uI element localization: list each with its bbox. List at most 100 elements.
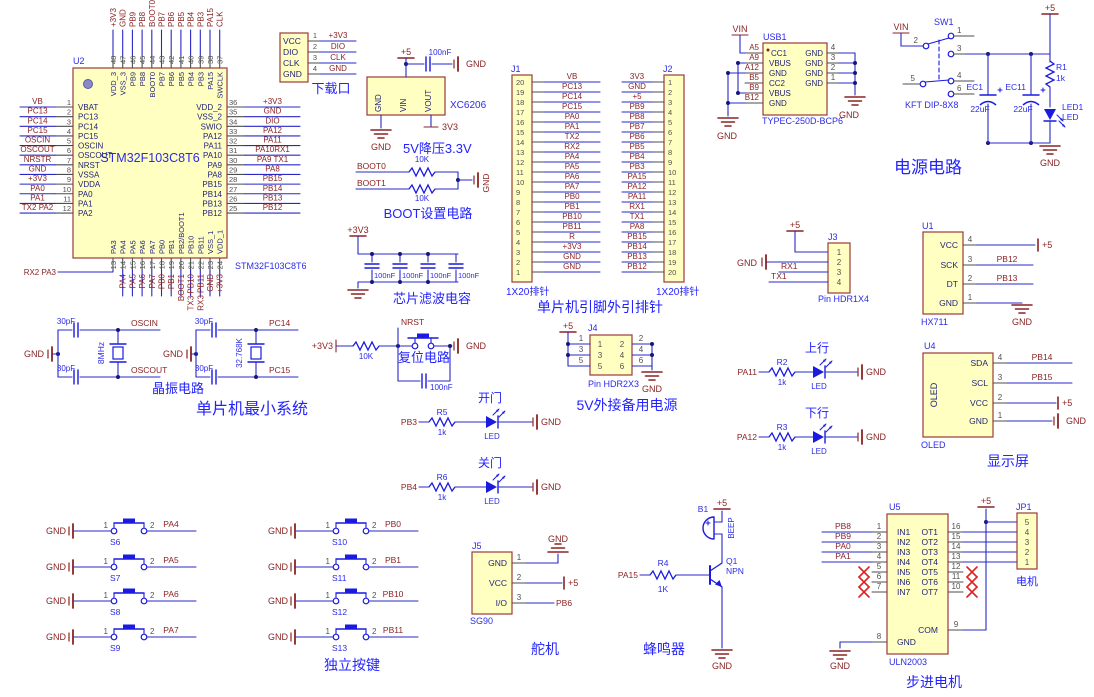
designator: Q1 [726, 556, 738, 566]
contact-icon[interactable] [411, 342, 419, 350]
power-label: +5 [981, 496, 991, 506]
contact-icon[interactable] [947, 77, 955, 85]
contact-icon[interactable] [110, 633, 118, 641]
contact-icon[interactable] [110, 563, 118, 571]
component-body[interactable] [366, 76, 446, 116]
component-body[interactable] [589, 334, 633, 376]
contact-icon[interactable] [140, 563, 148, 571]
net-label: PB6 [556, 598, 572, 608]
component-body[interactable] [922, 352, 994, 438]
contact-icon[interactable] [427, 342, 435, 350]
pin-name: IN7 [897, 587, 911, 597]
pin-number: 12 [952, 562, 961, 571]
push-button[interactable] [345, 554, 357, 559]
component-body[interactable] [1016, 512, 1038, 570]
section-title: 单片机引脚外引排针 [537, 299, 663, 315]
designator: 100nF [402, 271, 424, 280]
section-title: 复位电路 [398, 350, 450, 365]
designator: S7 [110, 573, 121, 583]
pin-name: OT2 [921, 537, 938, 547]
component-body[interactable] [886, 513, 949, 655]
contact-icon[interactable] [362, 633, 370, 641]
led-arrow-icon [829, 361, 832, 364]
contact-icon[interactable] [140, 633, 148, 641]
push-button[interactable] [345, 588, 357, 593]
contact-icon[interactable] [947, 50, 955, 58]
component-body[interactable] [762, 42, 828, 116]
component-body[interactable] [922, 231, 964, 315]
component-body[interactable] [72, 67, 228, 259]
designator: HX711 [921, 317, 948, 327]
net-label: A5 [749, 43, 759, 52]
push-button[interactable] [345, 518, 357, 523]
component-body[interactable] [827, 242, 851, 294]
pin-number: 2 [914, 36, 919, 45]
push-button[interactable] [123, 624, 135, 629]
led-icon [813, 431, 824, 443]
pin-number: 35 [229, 108, 237, 117]
push-button[interactable] [345, 624, 357, 629]
net-label: PB15 [627, 232, 647, 241]
designator: J1 [511, 64, 521, 74]
pin-number: 11 [668, 178, 676, 187]
power-label: +5 [401, 47, 411, 57]
pin-number: 2 [668, 88, 672, 97]
contact-icon[interactable] [332, 597, 340, 605]
component-body[interactable] [471, 551, 513, 615]
pin-number: 1 [104, 591, 109, 600]
push-button[interactable] [123, 554, 135, 559]
net-label: CLK [330, 53, 346, 62]
designator: BEEP [727, 517, 736, 538]
contact-icon[interactable] [332, 563, 340, 571]
power-label: +5 [568, 578, 578, 588]
designator: USB1 [763, 32, 787, 42]
component-body[interactable] [511, 74, 533, 283]
pin-number: 43 [158, 56, 167, 64]
net-label: GND [119, 9, 128, 27]
pin-number: 17 [668, 238, 676, 247]
pin-number: 3 [598, 351, 603, 360]
pin-number: 4 [668, 108, 672, 117]
led-arrow-icon [823, 359, 826, 362]
pin-name: PB13 [202, 199, 222, 208]
push-button[interactable] [123, 518, 135, 523]
net-label: GND [642, 384, 663, 394]
contact-icon[interactable] [332, 633, 340, 641]
contact-icon[interactable] [332, 527, 340, 535]
transistor-icon [715, 580, 722, 587]
net-label: GND [839, 110, 860, 120]
contact-icon[interactable] [110, 597, 118, 605]
pin-number: 1 [326, 521, 331, 530]
pin-number: 15 [952, 532, 961, 541]
contact-icon[interactable] [140, 597, 148, 605]
net-label: PA7 [163, 625, 179, 635]
designator: 22uF [970, 104, 989, 114]
net-label: VB [567, 72, 578, 81]
pin-name: VBUS [769, 89, 791, 98]
net-label: PA12 [628, 182, 648, 191]
net-label: PA4 [119, 273, 128, 288]
push-button[interactable] [123, 588, 135, 593]
contact-icon[interactable] [362, 597, 370, 605]
contact-icon[interactable] [947, 90, 955, 98]
contact-icon[interactable] [362, 563, 370, 571]
designator: 10K [415, 155, 430, 164]
component-body[interactable] [279, 32, 309, 83]
value-label: 1k [438, 428, 447, 437]
junction-dot [116, 375, 120, 379]
power-label: +5 [717, 498, 727, 508]
contact-icon[interactable] [110, 527, 118, 535]
pin-number: 13 [516, 148, 524, 157]
net-label: TX3 PB10 [187, 273, 196, 310]
contact-icon[interactable] [362, 527, 370, 535]
pin-number: 7 [877, 582, 882, 591]
pin-name: PA9 [207, 161, 222, 170]
pin-name: DT [947, 279, 958, 289]
net-label: +5 [632, 92, 642, 101]
contact-icon[interactable] [922, 42, 930, 50]
contact-icon[interactable] [140, 527, 148, 535]
component-body[interactable] [663, 74, 685, 283]
junction-dot [566, 342, 570, 346]
push-button[interactable] [417, 333, 429, 338]
net-label: GND [563, 262, 581, 271]
